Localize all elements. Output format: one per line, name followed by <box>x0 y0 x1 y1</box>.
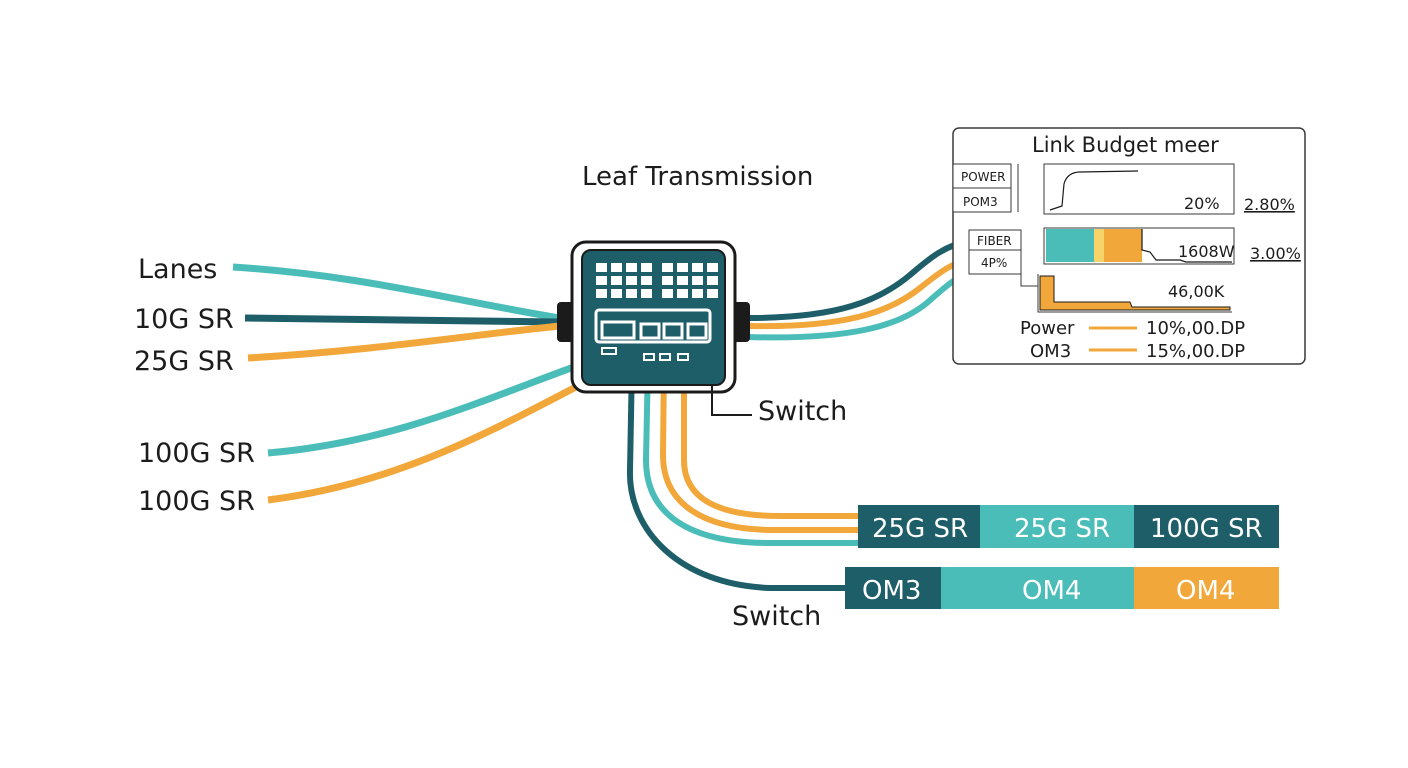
cable-right-dark <box>747 238 971 321</box>
bar2-label-1: OM3 <box>862 576 921 606</box>
switch-device <box>557 240 750 394</box>
vent-cell <box>641 289 652 298</box>
chart3-axes <box>1037 274 1232 313</box>
chart1-value: 20% <box>1184 194 1220 213</box>
bar1-segment-3 <box>1134 505 1279 548</box>
vent-cell <box>677 276 688 285</box>
ap-tag <box>968 249 1022 275</box>
vent-cell <box>692 276 703 285</box>
vent-cell <box>626 276 637 285</box>
vent-cell <box>596 276 607 285</box>
chart2-pct: 3.00% <box>1250 244 1301 263</box>
switch-port-3 <box>662 322 684 340</box>
legend-power-label: Power <box>1020 318 1075 339</box>
switch-port-panel <box>594 308 712 344</box>
switch-led-3 <box>659 353 671 361</box>
vent-cell <box>641 276 652 285</box>
bar2-segment-3 <box>1134 567 1279 609</box>
bar2-segment-1 <box>845 567 941 609</box>
label-100g-sr-1: 100G SR <box>138 438 255 469</box>
ap-tag-label: 4P% <box>981 256 1007 270</box>
switch-label: Switch <box>758 396 847 427</box>
chart3-connector <box>1020 262 1038 287</box>
chart2-line <box>1141 229 1232 263</box>
fiber-type-bar: OM3 OM4 OM4 <box>845 567 1279 609</box>
bar1-label-2: 25G SR <box>1014 514 1110 544</box>
bar2-label-3: OM4 <box>1176 576 1235 606</box>
cable-bottom-dark <box>626 361 848 591</box>
pom3-tag <box>952 187 1012 213</box>
label-25g-sr: 25G SR <box>134 346 234 377</box>
link-budget-panel: Link Budget meer POWER POM3 20% 2.80% FI… <box>952 127 1306 365</box>
vent-cell <box>611 276 622 285</box>
bar1-segment-1 <box>858 505 980 548</box>
vent-cell <box>626 263 637 272</box>
power-tag-label: POWER <box>961 170 1005 184</box>
chart2-orange-fill <box>1104 229 1142 262</box>
label-lanes: Lanes <box>138 254 217 285</box>
switch-vent-grid <box>596 263 718 298</box>
cable-right-orange <box>747 256 971 330</box>
vent-cell <box>707 276 718 285</box>
switch-port-4 <box>686 322 708 340</box>
vent-cell <box>677 263 688 272</box>
label-100g-sr-2: 100G SR <box>138 486 255 517</box>
cable-10g-sr <box>244 314 561 326</box>
vent-cell <box>692 289 703 298</box>
chart2-yellow-fill <box>1094 229 1104 262</box>
bar1-segment-2 <box>980 505 1134 548</box>
vent-cell <box>626 289 637 298</box>
switch-led-2 <box>643 353 655 361</box>
switch-port-1 <box>600 320 636 340</box>
chart1-pct: 2.80% <box>1244 195 1295 214</box>
bar2-segment-2 <box>941 567 1134 609</box>
chart3-area <box>1039 275 1231 311</box>
vent-cell <box>707 289 718 298</box>
switch-label-leader <box>711 385 752 416</box>
legend-om3-value: 15%,00.DP <box>1146 341 1245 362</box>
diagram-title: Leaf Transmission <box>582 162 813 192</box>
bar1-label-3: 100G SR <box>1150 514 1263 544</box>
vent-cell <box>662 276 673 285</box>
switch-led-1 <box>601 347 617 355</box>
label-10g-sr: 10G SR <box>134 304 234 335</box>
vent-cell <box>611 263 622 272</box>
link-budget-title: Link Budget meer <box>1032 133 1219 157</box>
bar1-label-1: 25G SR <box>872 514 968 544</box>
pom3-tag-label: POM3 <box>963 195 998 209</box>
legend-power-value: 10%,00.DP <box>1146 318 1245 339</box>
chart3-value: 46,00K <box>1168 282 1225 301</box>
vent-cell <box>677 289 688 298</box>
cable-bottom-orange-1 <box>659 361 862 533</box>
chart2-value: 1608W <box>1178 242 1235 261</box>
power-tag <box>952 163 1012 189</box>
vent-cell <box>692 263 703 272</box>
cable-bottom-teal <box>642 361 862 546</box>
switch-led-4 <box>677 353 689 361</box>
chart2-teal-fill <box>1046 229 1094 262</box>
chart1-line <box>1049 170 1139 211</box>
vent-cell <box>662 289 673 298</box>
vent-cell <box>596 263 607 272</box>
cable-lanes <box>232 263 561 322</box>
vent-cell <box>707 263 718 272</box>
switch-port-2 <box>639 322 661 340</box>
fiber-tag-label: FIBER <box>977 234 1012 248</box>
transceiver-bar: 25G SR 25G SR 100G SR <box>858 505 1279 548</box>
cable-bottom-orange-2 <box>681 362 862 519</box>
vent-cell <box>641 263 652 272</box>
vent-cell <box>611 289 622 298</box>
cable-25g-sr <box>247 322 561 362</box>
legend-om3-label: OM3 <box>1030 341 1071 362</box>
switch-label-bottom: Switch <box>732 601 821 632</box>
vent-cell <box>662 263 673 272</box>
vent-cell <box>596 289 607 298</box>
bar2-label-2: OM4 <box>1022 576 1081 606</box>
